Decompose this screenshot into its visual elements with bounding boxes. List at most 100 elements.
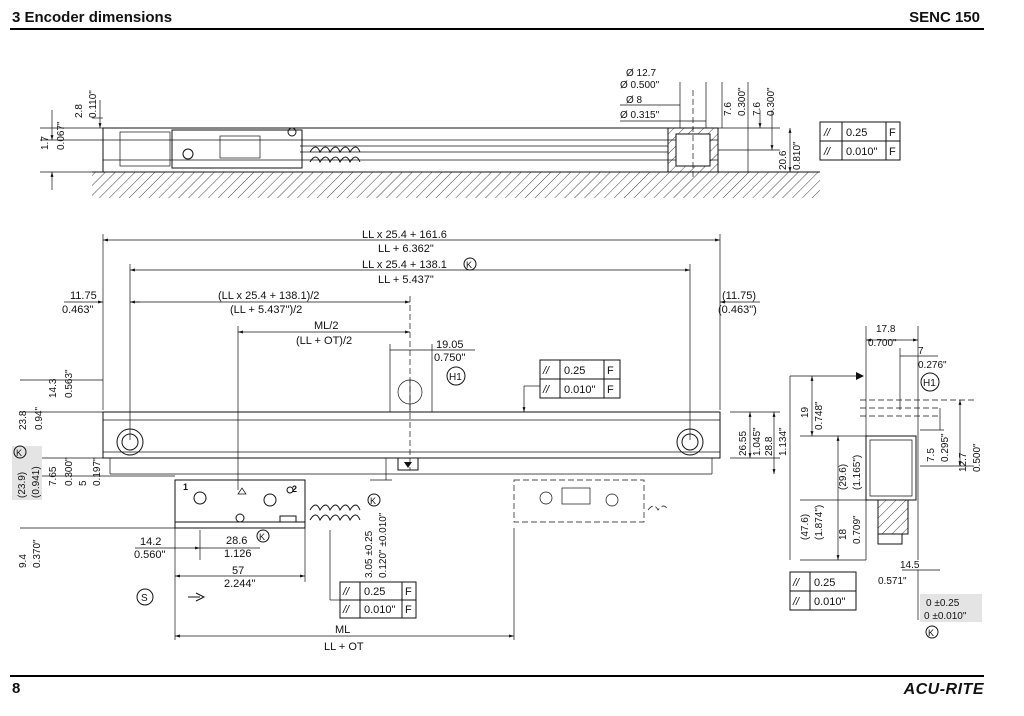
dim-14-3: 14.3 bbox=[48, 378, 59, 398]
k-label-3: K bbox=[370, 496, 376, 506]
dim-0-750: 0.750" bbox=[434, 352, 466, 364]
tol-sym-1: // bbox=[823, 127, 831, 139]
dim-11-75-ref: (11.75) bbox=[722, 290, 756, 302]
k-callout-1 bbox=[463, 257, 477, 271]
dim-half-in: (LL + 5.437")/2 bbox=[230, 304, 302, 316]
dim-d8: Ø 8 bbox=[626, 95, 643, 106]
top-view bbox=[40, 82, 820, 198]
dim-ll-6362: LL + 6.362" bbox=[378, 243, 434, 255]
dim-20-6: 20.6 bbox=[778, 150, 789, 170]
side-zero-mm: 0 ±0.25 bbox=[926, 598, 960, 609]
brand-logo: ACU-RITE bbox=[903, 681, 984, 698]
dim-7-65: 7.65 bbox=[48, 466, 59, 486]
dim-28-6: 28.6 bbox=[226, 535, 247, 547]
h1-callout-front bbox=[446, 366, 466, 386]
dim-0-463: 0.463" bbox=[62, 304, 94, 316]
k-callout-4 bbox=[13, 445, 27, 459]
side-0-709: 0.709" bbox=[852, 515, 863, 544]
k-label-1: K bbox=[466, 260, 472, 270]
side-0-748: 0.748" bbox=[814, 401, 825, 430]
dim-0-810: 0.810" bbox=[792, 141, 803, 170]
tol-sym-6: // bbox=[342, 604, 350, 616]
dim-0-300b: 0.300" bbox=[766, 87, 777, 116]
port-2-label: 2 bbox=[292, 484, 297, 494]
tol-sym-2: // bbox=[823, 146, 831, 158]
side-0-700: 0.700" bbox=[868, 338, 897, 349]
tolerance-frame-bottom bbox=[339, 581, 417, 619]
tol-val-1: 0.25 bbox=[846, 127, 867, 139]
h1-label-side: H1 bbox=[923, 378, 936, 389]
dim-26-55: 26.55 bbox=[738, 431, 749, 456]
tol-datum-3: F bbox=[607, 365, 614, 377]
dim-23-8: 23.8 bbox=[18, 410, 29, 430]
tol-val-6: 0.010" bbox=[364, 604, 396, 616]
side-1-874: (1.874") bbox=[814, 505, 825, 540]
triangle-marker-icon bbox=[404, 462, 412, 468]
dim-0-300a: 0.300" bbox=[737, 87, 748, 116]
k-label-5: K bbox=[928, 628, 934, 638]
tol-datum-4: F bbox=[607, 384, 614, 396]
dim-7-6a: 7.6 bbox=[723, 102, 734, 116]
k-label-2: K bbox=[259, 532, 265, 542]
dim-ml-half: ML/2 bbox=[314, 320, 338, 332]
k-callout-2 bbox=[256, 529, 270, 543]
dim-3-05: 3.05 ±0.25 bbox=[364, 530, 375, 578]
dim-0-120: 0.120" ±0.010" bbox=[378, 512, 389, 578]
dim-5: 5 bbox=[78, 480, 89, 486]
dim-0-067: 0.067" bbox=[56, 121, 67, 150]
dim-0-370: 0.370" bbox=[32, 539, 43, 568]
tol-datum-6: F bbox=[405, 604, 412, 616]
dim-0-300c: 0.300" bbox=[64, 457, 75, 486]
dim-d0-315: Ø 0.315" bbox=[620, 110, 660, 121]
dim-ll-161: LL x 25.4 + 161.6 bbox=[362, 229, 447, 241]
side-0-571: 0.571" bbox=[878, 576, 907, 587]
dim-0-463-ref: (0.463") bbox=[718, 304, 757, 316]
tol-val-5: 0.25 bbox=[364, 586, 385, 598]
arrow-right-icon bbox=[188, 592, 206, 602]
dim-1-7: 1.7 bbox=[40, 136, 51, 150]
side-14-5: 14.5 bbox=[900, 560, 920, 571]
side-19: 19 bbox=[800, 406, 811, 418]
model-name: SENC 150 bbox=[909, 9, 980, 26]
tol-sym-7: // bbox=[792, 577, 800, 589]
tol-datum-1: F bbox=[889, 127, 896, 139]
side-view bbox=[789, 326, 974, 620]
dim-0-110: 0.110" bbox=[88, 90, 99, 118]
dim-9-4: 9.4 bbox=[18, 554, 29, 568]
dim-23-9: (23.9) bbox=[17, 472, 28, 498]
tolerance-frame-top bbox=[819, 121, 901, 161]
tol-datum-5: F bbox=[405, 586, 412, 598]
tol-val-7: 0.25 bbox=[814, 577, 835, 589]
k-callout-5 bbox=[925, 625, 939, 639]
dim-0-941: (0.941) bbox=[31, 466, 42, 498]
tol-sym-4: // bbox=[542, 384, 550, 396]
h1-callout-side bbox=[920, 372, 940, 392]
dim-ll-5437: LL + 5.437" bbox=[378, 274, 434, 286]
tol-sym-3: // bbox=[542, 365, 550, 377]
side-18: 18 bbox=[838, 528, 849, 540]
h1-label-front: H1 bbox=[449, 372, 462, 383]
dim-llot-half: (LL + OT)/2 bbox=[296, 335, 352, 347]
port-1-label: 1 bbox=[183, 482, 188, 492]
s-callout bbox=[136, 588, 154, 606]
page-number: 8 bbox=[12, 680, 21, 697]
side-1-165: (1.165") bbox=[852, 455, 863, 490]
dim-14-2: 14.2 bbox=[140, 536, 161, 548]
dim-d12-7: Ø 12.7 bbox=[626, 68, 656, 79]
side-47-6: (47.6) bbox=[800, 514, 811, 540]
dim-d0-500: Ø 0.500" bbox=[620, 80, 660, 91]
s-label: S bbox=[141, 593, 148, 604]
side-17-8: 17.8 bbox=[876, 324, 896, 335]
dim-0-94: 0.94" bbox=[34, 407, 45, 430]
dim-1-045: 1.045" bbox=[752, 427, 763, 456]
front-view bbox=[20, 234, 780, 640]
tol-sym-5: // bbox=[342, 586, 350, 598]
dim-19-05: 19.05 bbox=[436, 339, 464, 351]
dim-2-8: 2.8 bbox=[74, 104, 85, 118]
dim-half-mm: (LL x 25.4 + 138.1)/2 bbox=[218, 290, 319, 302]
dim-11-75: 11.75 bbox=[70, 290, 97, 302]
dim-ll-ot: LL + OT bbox=[324, 641, 364, 653]
dim-0-560: 0.560" bbox=[134, 549, 166, 561]
header-rule bbox=[10, 28, 984, 30]
